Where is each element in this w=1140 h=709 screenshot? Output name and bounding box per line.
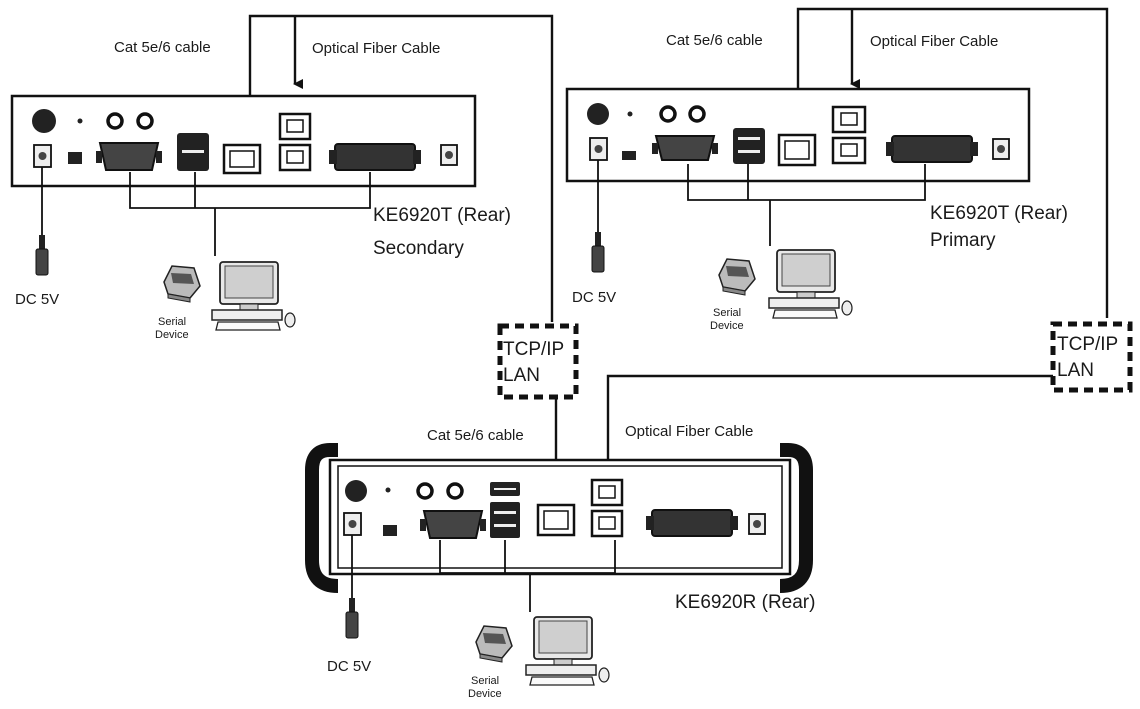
serial-device-icon	[718, 258, 756, 296]
serial-port-icon	[422, 510, 484, 539]
computer-icon	[525, 616, 610, 686]
serial-port-icon	[654, 135, 716, 161]
fiber-cable-receiver	[606, 374, 1063, 481]
left-bumper	[305, 443, 339, 593]
cat-cable-label-receiver: Cat 5e/6 cable	[427, 427, 524, 444]
serial-device-icon	[163, 265, 201, 303]
cat-cable-label-primary: Cat 5e/6 cable	[666, 32, 763, 49]
ke6920r-receiver: Cat 5e/6 cable Optical Fiber Cable KE692…	[305, 423, 815, 700]
primary-model-label: KE6920T (Rear)	[930, 203, 1068, 224]
fiber-cable-label-primary: Optical Fiber Cable	[870, 33, 998, 50]
power-label-receiver: DC 5V	[327, 658, 371, 675]
sfp-port-icon	[278, 112, 312, 141]
power-button-icon	[587, 103, 609, 125]
ke6920t-secondary: Cat 5e/6 cable Optical Fiber Cable KE692…	[10, 39, 511, 341]
sfp-port-icon	[831, 105, 867, 134]
power-label-secondary: DC 5V	[15, 291, 59, 308]
secondary-role-label: Secondary	[373, 238, 464, 259]
primary-role-label: Primary	[930, 230, 996, 251]
dvi-port-icon	[891, 135, 973, 163]
fiber-cable-secondary	[248, 14, 554, 322]
power-button-icon	[345, 480, 367, 502]
ke6920t-primary: Cat 5e/6 cable Optical Fiber Cable KE692…	[565, 32, 1068, 332]
fiber-cable-primary	[796, 7, 1109, 318]
power-label-primary: DC 5V	[572, 289, 616, 306]
serial-port-icon	[98, 142, 160, 171]
secondary-model-label: KE6920T (Rear)	[373, 205, 511, 226]
cables	[248, 7, 1109, 505]
computer-icon	[211, 261, 296, 331]
power-button-icon	[32, 109, 56, 133]
cat-cable-label-secondary: Cat 5e/6 cable	[114, 39, 211, 56]
right-bumper	[779, 443, 813, 593]
receiver-model-label: KE6920R (Rear)	[675, 592, 815, 613]
dvi-port-icon	[334, 143, 416, 171]
serial-device-icon	[475, 625, 513, 663]
computer-icon	[768, 249, 853, 319]
fiber-cable-label-secondary: Optical Fiber Cable	[312, 40, 440, 57]
fiber-cable-label-receiver: Optical Fiber Cable	[625, 423, 753, 440]
dvi-port-icon	[651, 509, 733, 537]
usb-port-icon	[733, 128, 765, 164]
